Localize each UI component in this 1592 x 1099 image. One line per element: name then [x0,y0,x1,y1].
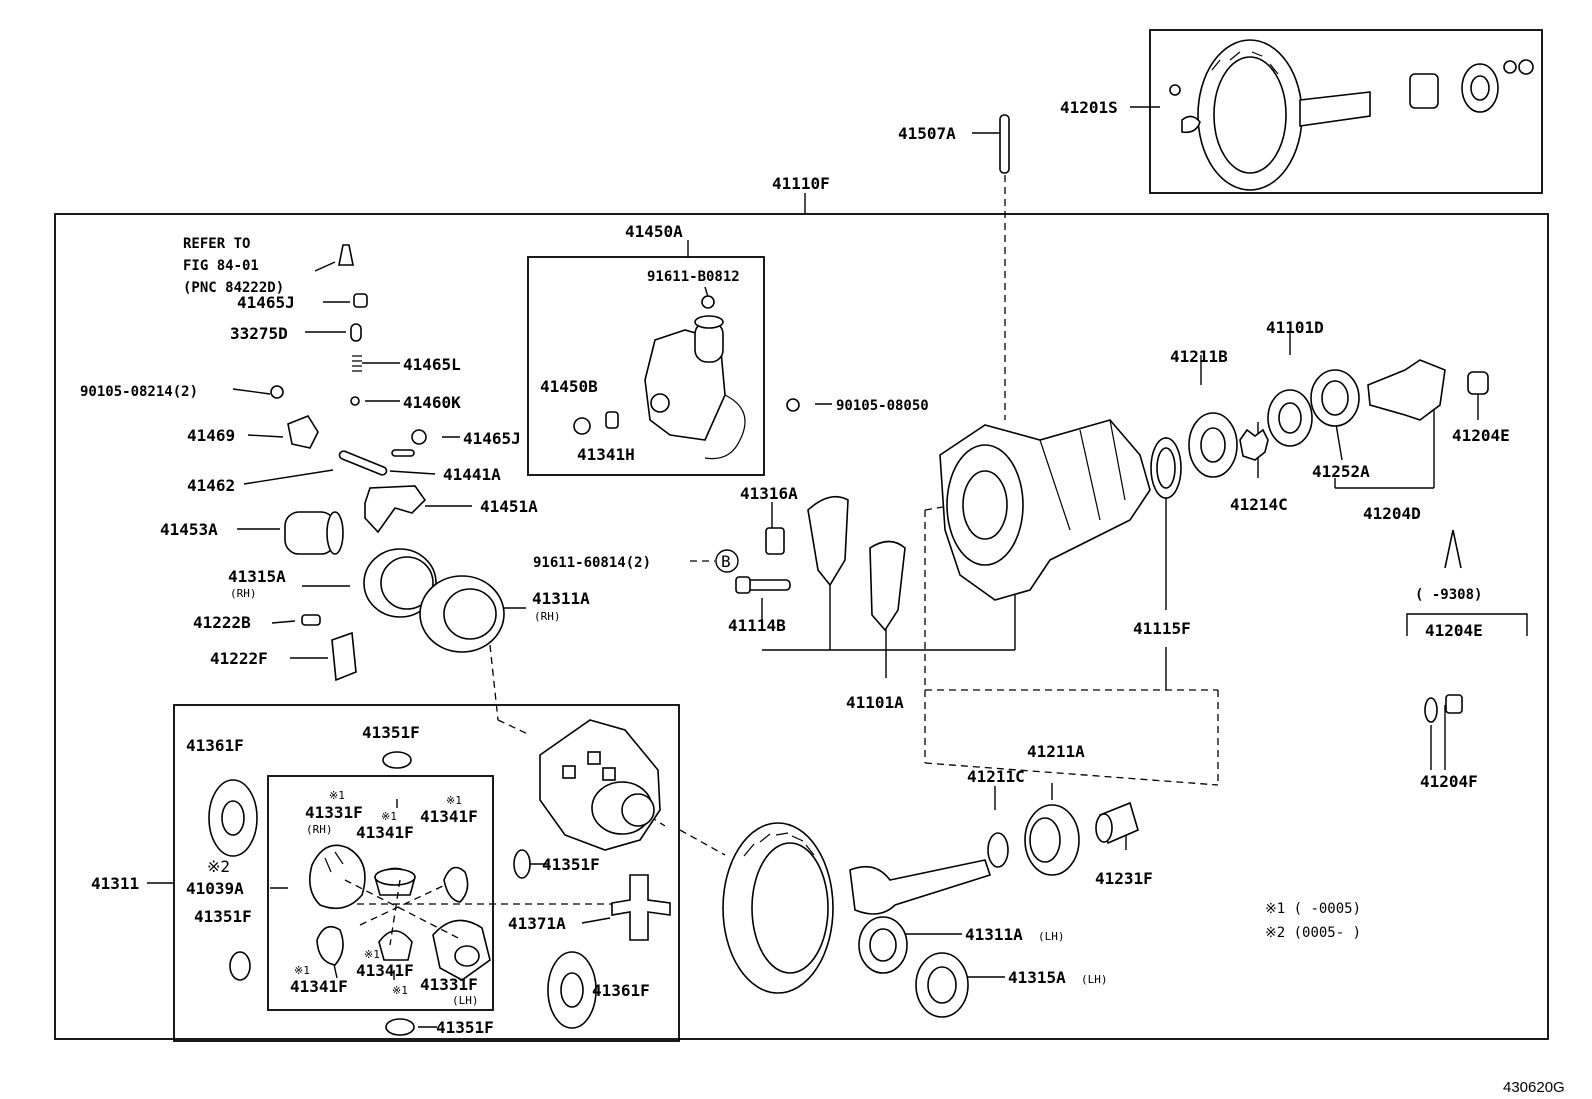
mark-1-41331F-lh: ※1 [392,984,408,997]
label-rh-41315A: (RH) [230,587,257,600]
label-41110F: 41110F [772,174,830,193]
alt-flange-bracket [1406,613,1528,636]
label-41252A: 41252A [1312,462,1370,481]
label-41311A-rh: 41311A [532,589,590,608]
circle-b-marker [715,549,739,573]
mark-1-41331F-rh: ※1 [329,789,345,802]
label-41371A: 41371A [508,914,566,933]
gear-set-inner-frame [267,775,494,1011]
mark-1-41341F-b: ※1 [446,794,462,807]
label-41204D: 41204D [1363,504,1421,523]
gear-set-drawing [309,844,491,981]
mark-1-41341F-c: ※1 [364,948,380,961]
label-41462: 41462 [187,476,235,495]
label-lh-41315A: (LH) [1081,973,1108,986]
pin-41507A-drawing [999,114,1010,174]
ring-pinion-kit-frame [1149,29,1543,194]
label-41211C: 41211C [967,767,1025,786]
label-41450A: 41450A [625,222,683,241]
label-41315A-rh: 41315A [228,567,286,586]
label-41114B: 41114B [728,616,786,635]
label-33275D: 33275D [230,324,288,343]
diff-case-subassembly-frame [173,704,680,1042]
leader-lines [147,106,1479,1028]
circle-b-letter: B [721,552,731,571]
label-41469: 41469 [187,426,235,445]
label-41222B: 41222B [193,613,251,632]
label-41351F-bottom: 41351F [436,1018,494,1037]
refer-to-note-line2: FIG 84-01 [183,258,259,274]
actuator-drawing [573,295,746,460]
diff-case-drawing [208,719,671,1036]
label-41101D: 41101D [1266,318,1324,337]
label-41311A-lh: 41311A [965,925,1023,944]
label-41211A: 41211A [1027,742,1085,761]
label-41211B: 41211B [1170,347,1228,366]
label-41465J-mid: 41465J [463,429,521,448]
mark-note-2: ※2 [207,857,230,876]
label-41204E-top: 41204E [1452,426,1510,445]
label-41453A: 41453A [160,520,218,539]
label-91611-B0812: 91611-B0812 [647,269,740,285]
label-41311: 41311 [91,874,139,893]
label-41341F-b: 41341F [420,807,478,826]
label-41465J-top: 41465J [237,293,295,312]
label-range-9308: ( -9308) [1415,587,1482,603]
label-91611-60814: 91611-60814(2) [533,555,651,571]
label-41465L: 41465L [403,355,461,374]
label-41341F-c: 41341F [356,961,414,980]
label-41204F: 41204F [1420,772,1478,791]
label-41351F-top: 41351F [362,723,420,742]
label-41351F-right: 41351F [542,855,600,874]
label-rh-41311A: (RH) [534,610,561,623]
label-41039A: 41039A [186,879,244,898]
figure-number: 430620G [1503,1079,1565,1096]
label-41451A: 41451A [480,497,538,516]
footnote-1: ※1 ( -0005) [1265,901,1361,917]
label-41361F-bottom: 41361F [592,981,650,1000]
label-41507A: 41507A [898,124,956,143]
label-41450B: 41450B [540,377,598,396]
drive-pinion-group-drawing [722,801,1139,1018]
mark-1-41341F-a: ※1 [381,810,397,823]
label-41331F-rh: 41331F [305,803,363,822]
label-41315A-lh: 41315A [1008,968,1066,987]
label-41460K: 41460K [403,393,461,412]
mark-1-41341F-d: ※1 [294,964,310,977]
label-41441A: 41441A [443,465,501,484]
label-41361F-top: 41361F [186,736,244,755]
label-41204E-alt: 41204E [1425,621,1483,640]
small-parts-left-drawing [270,244,505,682]
pinion-side-parts-drawing [1150,359,1489,723]
label-41351F-left: 41351F [194,907,252,926]
label-90105-08050: 90105-08050 [836,398,929,414]
actuator-subassembly-frame [527,256,765,476]
label-41101A: 41101A [846,693,904,712]
refer-to-note-line3: (PNC 84222D) [183,280,284,296]
label-90105-08214: 90105-08214(2) [80,384,198,400]
refer-to-note-line1: REFER TO [183,236,250,252]
label-41341F-a: 41341F [356,823,414,842]
label-lh-41311A: (LH) [1038,930,1065,943]
label-41341F-d: 41341F [290,977,348,996]
carrier-housing-drawing [735,398,1151,632]
label-41222F: 41222F [210,649,268,668]
label-41201S: 41201S [1060,98,1118,117]
label-41316A: 41316A [740,484,798,503]
label-41214C: 41214C [1230,495,1288,514]
label-41341H: 41341H [577,445,635,464]
ring-pinion-kit-drawing [1169,39,1534,191]
label-41115F: 41115F [1133,619,1191,638]
label-41331F-lh: 41331F [420,975,478,994]
main-assembly-frame [54,213,1549,1040]
label-lh-41331F: (LH) [452,994,479,1007]
label-rh-41331F: (RH) [306,823,333,836]
footnote-2: ※2 (0005- ) [1265,925,1361,941]
label-41231F: 41231F [1095,869,1153,888]
